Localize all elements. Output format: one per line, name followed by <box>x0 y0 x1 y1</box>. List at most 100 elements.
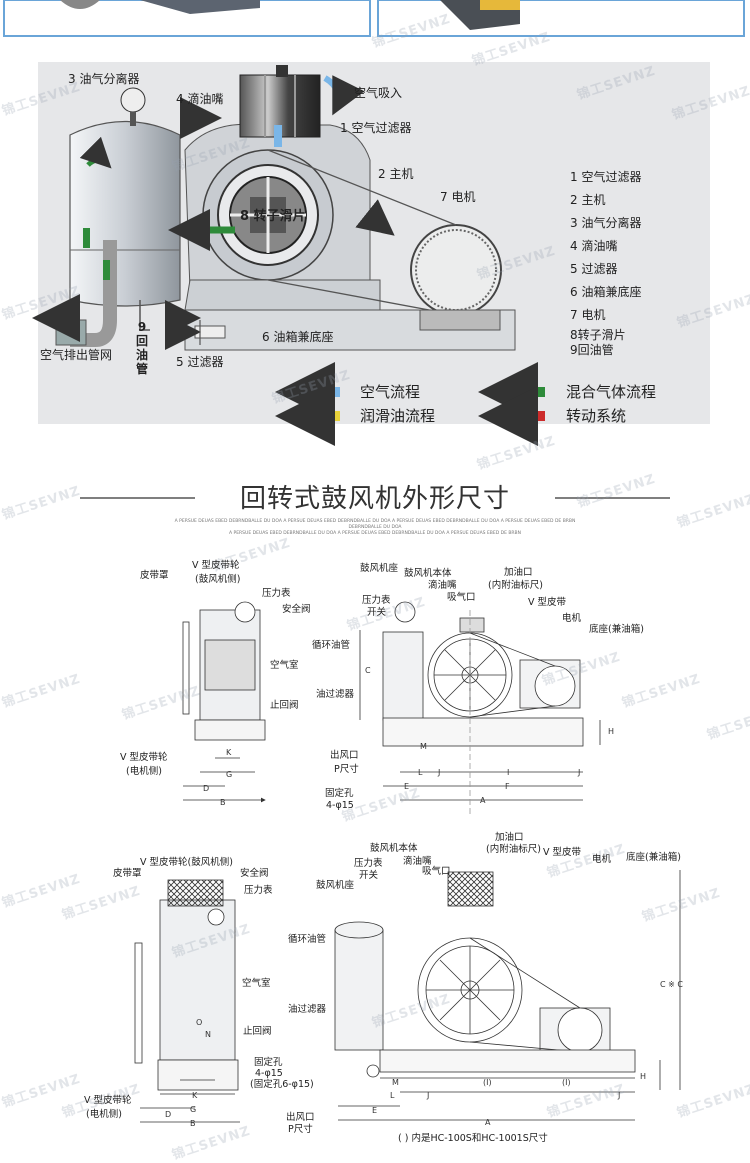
d2-blower-body: 鼓风机本体 <box>370 843 418 854</box>
dim-A: A <box>480 796 486 805</box>
d2-safety-valve: 安全阀 <box>240 868 269 879</box>
section-subtitle: A PERSUE DEUAS EBED DEBRNDBALLE DU DOA A… <box>228 531 522 536</box>
dim-I-2: (I) <box>562 1078 571 1087</box>
d1-pressure-gauge: 压力表 <box>262 588 291 599</box>
parts-list-item: 4 滴油嘴 <box>570 239 618 253</box>
legend-mixed-flow: 混合气体流程 <box>566 383 657 401</box>
d2-v-pulley-bottom-side: (电机侧) <box>86 1109 122 1120</box>
dim-J-right: J <box>578 768 581 777</box>
parts-list-item: 5 过滤器 <box>570 262 618 276</box>
dim-B: B <box>220 798 226 807</box>
d1-blower-seat: 鼓风机座 <box>360 563 399 574</box>
d2-oil-inlet: 加油口 <box>495 832 524 843</box>
dim-G: G <box>190 1105 197 1114</box>
d1-motor: 电机 <box>562 613 582 624</box>
label-oil-separator: 3 油气分离器 <box>68 72 140 86</box>
dim-D: D <box>203 784 210 793</box>
d1-belt-cover: 皮带罩 <box>140 570 169 581</box>
d2-blower-seat: 鼓风机座 <box>316 880 355 891</box>
d1-intake: 吸气口 <box>447 592 476 603</box>
dim-K: K <box>226 748 232 757</box>
label-air-intake: 空气吸入 <box>354 86 403 100</box>
dim-E: E <box>372 1106 378 1115</box>
d2-v-belt: V 型皮带 <box>543 847 582 858</box>
d1-oil-pipe: 循环油管 <box>312 640 351 651</box>
d2-check-valve: 止回阀 <box>243 1026 272 1037</box>
dim-H: H <box>640 1072 647 1081</box>
d2-footnote: ( ) 内是HC-100S和HC-1001S尺寸 <box>398 1133 548 1144</box>
d2-oil-nozzle: 滴油嘴 <box>403 856 432 867</box>
d1-v-pulley-top-side: (鼓风机侧) <box>195 574 241 585</box>
dim-C-C: C ※ C <box>660 980 683 989</box>
d1-check-valve: 止回阀 <box>270 700 299 711</box>
dim-M: M <box>420 742 427 751</box>
d2-fix-hole-alt: (固定孔6-φ15) <box>250 1079 314 1090</box>
d1-blower-body: 鼓风机本体 <box>404 568 452 579</box>
d2-oil-filter: 油过滤器 <box>288 1004 327 1015</box>
d1-air-chamber: 空气室 <box>270 660 299 671</box>
legend-drive: 转动系统 <box>566 407 627 425</box>
section-subtitle: A PERSUE DEUAS EBED DEBRNDBALLE DU DOA A… <box>174 519 576 524</box>
d1-gauge: 压力表 <box>362 595 391 606</box>
dim-N: N <box>205 1030 211 1039</box>
d1-safety-valve: 安全阀 <box>282 604 311 615</box>
parts-list-item: 8转子滑片 <box>570 328 626 342</box>
d1-gauge-switch: 开关 <box>367 607 387 618</box>
parts-list-item: 3 油气分离器 <box>570 216 642 230</box>
d1-oil-inlet: 加油口 <box>504 567 533 578</box>
dim-M: M <box>392 1078 399 1087</box>
d1-outlet: 出风口 <box>330 750 359 761</box>
parts-list-item: 6 油箱兼底座 <box>570 285 642 299</box>
d1-v-pulley-bottom-side: (电机侧) <box>126 766 162 777</box>
parts-list-item: 1 空气过滤器 <box>570 170 642 184</box>
top-cropped-images <box>3 0 745 37</box>
legend-air-flow: 空气流程 <box>360 383 421 401</box>
d2-motor: 电机 <box>592 854 612 865</box>
dim-J: J <box>427 1091 430 1100</box>
dim-I: I <box>507 768 510 777</box>
parts-list-item: 9回油管 <box>570 343 614 357</box>
d1-base: 底座(兼油箱) <box>589 624 644 635</box>
d1-oil-inlet-note: (内附油标尺) <box>488 580 543 591</box>
schematic-diagram <box>32 62 710 446</box>
d2-fix-hole: 固定孔 <box>254 1057 283 1068</box>
drawing1-lines <box>182 601 601 815</box>
label-main-unit: 2 主机 <box>378 167 414 181</box>
section-title: 回转式鼓风机外形尺寸 <box>239 484 510 514</box>
d1-fix-hole: 固定孔 <box>325 788 354 799</box>
dim-J-right: J <box>618 1091 621 1100</box>
dim-A: A <box>485 1118 491 1127</box>
d2-air-chamber: 空气室 <box>242 978 271 989</box>
label-air-filter: 1 空气过滤器 <box>340 121 412 135</box>
dim-L: L <box>418 768 423 777</box>
legend-lube-flow: 润滑油流程 <box>360 407 436 425</box>
label-exhaust: 空气排出管网 <box>40 348 113 362</box>
d2-oil-inlet-note: (内附油标尺) <box>486 844 541 855</box>
dim-E: E <box>404 782 410 791</box>
d2-base: 底座(兼油箱) <box>626 852 681 863</box>
d2-intake: 吸气口 <box>422 866 451 877</box>
d2-fix-hole-spec: 4-φ15 <box>255 1068 283 1079</box>
d1-v-belt: V 型皮带 <box>528 597 567 608</box>
dim-I-1: (I) <box>483 1078 492 1087</box>
parts-list-item: 7 电机 <box>570 308 606 322</box>
dim-J: J <box>438 768 441 777</box>
d1-oil-nozzle: 滴油嘴 <box>428 580 457 591</box>
d2-pressure-gauge: 压力表 <box>244 885 273 896</box>
d2-outlet-p: P尺寸 <box>288 1124 313 1135</box>
d2-v-pulley-bottom: V 型皮带轮 <box>84 1095 132 1106</box>
parts-list-item: 2 主机 <box>570 193 606 207</box>
label-return-pipe: 9回油管 <box>135 320 148 376</box>
label-rotor: 8 转子滑片 <box>240 209 306 224</box>
dim-F: F <box>505 782 510 791</box>
d2-oil-pipe: 循环油管 <box>288 934 327 945</box>
d1-v-pulley-bottom: V 型皮带轮 <box>120 752 168 763</box>
dim-G: G <box>226 770 233 779</box>
label-oil-tank: 6 油箱兼底座 <box>262 330 334 344</box>
d2-outlet: 出风口 <box>286 1112 315 1123</box>
dim-D: D <box>165 1110 172 1119</box>
d2-belt-cover: 皮带罩 <box>113 868 142 879</box>
dim-O: O <box>196 1018 203 1027</box>
dim-C: C <box>365 666 371 675</box>
